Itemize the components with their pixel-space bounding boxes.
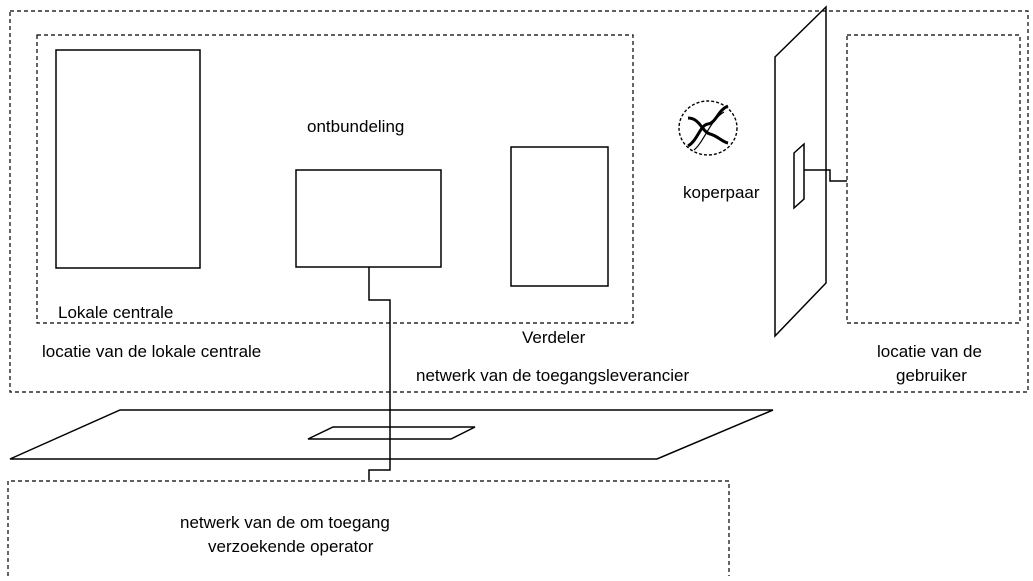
operator-connection-wire: [368, 267, 391, 480]
user-connection-wire: [804, 169, 847, 182]
label-koperpaar: koperpaar: [683, 183, 760, 202]
twisted-pair-icon: [678, 100, 738, 156]
label-verdeler: Verdeler: [522, 328, 586, 347]
distributor-box: [510, 146, 609, 287]
wall-socket: [793, 142, 805, 210]
access-provider-network-boundary: [9, 10, 1029, 393]
user-location-boundary: [846, 34, 1021, 324]
local-exchange-box: [55, 49, 201, 269]
label-ontbundeling: ontbundeling: [307, 117, 404, 136]
label-netwerk-toegangsleverancier: netwerk van de toegangsleverancier: [416, 366, 689, 385]
floor-opening: [307, 426, 476, 440]
label-netwerk-operator-1: netwerk van de om toegang: [180, 513, 390, 532]
label-locatie-lokale-centrale: locatie van de lokale centrale: [42, 342, 261, 361]
label-locatie-gebruiker-2: gebruiker: [896, 366, 967, 385]
label-locatie-gebruiker-1: locatie van de: [877, 342, 982, 361]
label-netwerk-operator-2: verzoekende operator: [208, 537, 374, 556]
operator-network-boundary: [7, 480, 730, 576]
floor-plane: [9, 409, 774, 460]
unbundling-box: [295, 169, 442, 268]
wall-plane: [774, 5, 827, 338]
local-exchange-location-boundary: [36, 34, 634, 324]
label-lokale-centrale: Lokale centrale: [58, 303, 173, 322]
